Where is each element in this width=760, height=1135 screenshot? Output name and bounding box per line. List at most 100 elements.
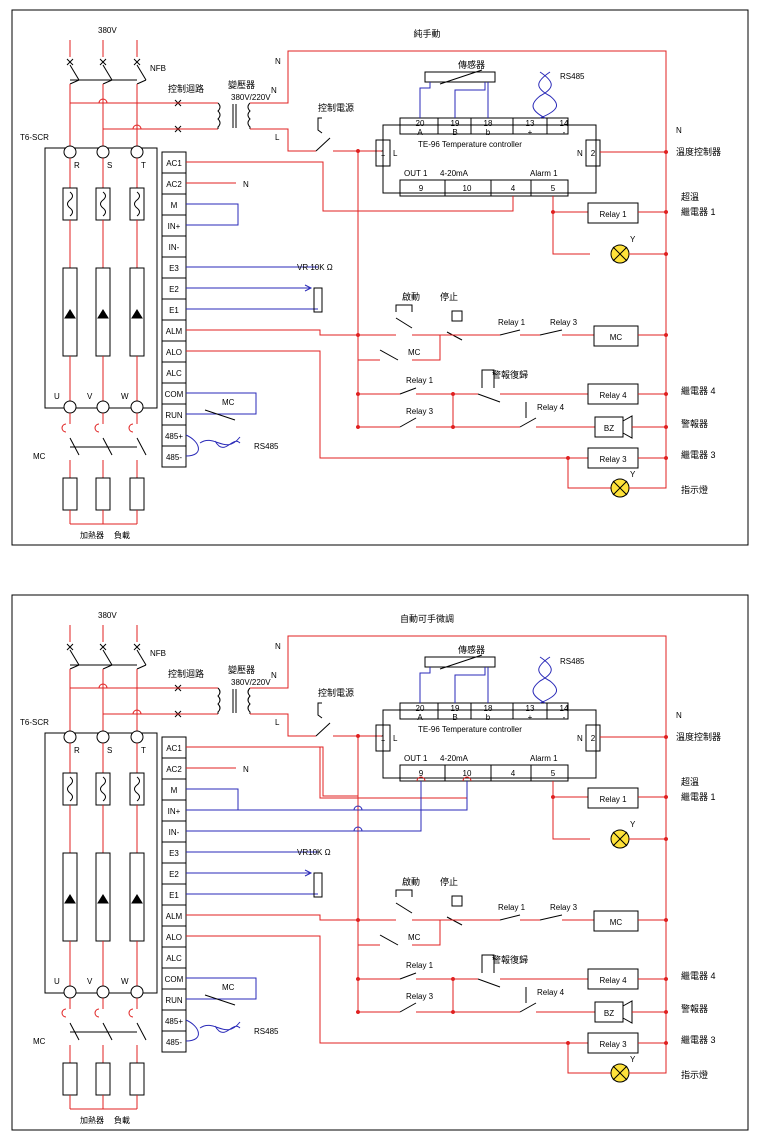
output-label: W (121, 977, 129, 986)
alarm-right-label: 警報器 (681, 418, 708, 429)
lamp-y-label: Y (630, 820, 636, 829)
buzzer-label: BZ (604, 1009, 614, 1018)
output-terminal-V (96, 400, 110, 414)
diagram-1: 純手動380VNFB控制迴路變壓器380V/220VNNL控制電源20A19B1… (11, 9, 749, 546)
alarm1-label: Alarm 1 (530, 754, 558, 763)
relay-1 (587, 202, 639, 224)
reset-contact (477, 978, 501, 988)
vr-label: VR10K Ω (297, 848, 331, 857)
heater (129, 477, 145, 511)
phase-terminal-R (63, 145, 77, 159)
relay4-no-contact (519, 417, 537, 428)
relay-4-right-label: 繼電器 4 (681, 385, 716, 396)
l-label: L (275, 718, 280, 727)
controller-left-term (375, 724, 391, 752)
relay1-contact-label: Relay 1 (498, 318, 526, 327)
rs485-twisted-pair (185, 434, 241, 457)
terminal-e1: E1 (169, 891, 179, 900)
start-button (395, 304, 413, 312)
m-in-link (186, 203, 239, 226)
terminal-run: RUN (165, 996, 183, 1005)
terminal-in-: IN- (169, 828, 180, 837)
in-minus-wire (186, 781, 422, 832)
controller-terminal-10: 10 (463, 184, 472, 193)
out-common-wire (358, 196, 514, 212)
load-label: 負載 (114, 530, 130, 540)
nfb-contact (69, 649, 80, 666)
relay3-contact-label: Relay 3 (550, 318, 578, 327)
fuse-element (67, 191, 73, 217)
heater (129, 1062, 145, 1096)
controller-terminal-9: 9 (419, 769, 424, 778)
nfb-contact-x (66, 643, 74, 651)
mc-main-contact (136, 437, 147, 456)
relay3-nc-contact (539, 329, 563, 336)
junction-dot (355, 332, 361, 338)
controller-bottom-strip (399, 179, 569, 197)
stop-contact (446, 331, 463, 341)
controller-term-l: L (393, 149, 398, 158)
sensor (424, 71, 496, 83)
controller-top-strip (399, 117, 569, 135)
mc-contact-hook (128, 423, 134, 433)
control-power-actuator (317, 117, 323, 134)
phase-terminal-S (96, 145, 110, 159)
controller-terminal-sub: b (486, 128, 491, 137)
indicator-right-label: 指示燈 (681, 484, 708, 495)
fuse (129, 772, 145, 806)
output-label: V (87, 977, 93, 986)
controller-terminal-4: 4 (511, 769, 516, 778)
fuse (129, 187, 145, 221)
terminal-e2: E2 (169, 870, 179, 879)
relay1-nc-contact (499, 914, 521, 921)
supply-label: 380V (98, 26, 117, 35)
nfb-contact-x (133, 58, 141, 66)
diagram-title: 自動可手微調 (400, 613, 454, 624)
relay1-no-contact (399, 972, 417, 980)
diagram-frame (11, 594, 749, 1131)
nfb-label: NFB (150, 649, 166, 658)
relay4-aux-label: Relay 4 (537, 988, 565, 997)
controller-term-2: 2 (591, 734, 596, 743)
controller-terminal-19: 19 (451, 704, 460, 713)
ac2-n-label: N (243, 765, 249, 774)
mc-aux-label: MC (222, 398, 235, 407)
mc-main-label: MC (33, 1037, 46, 1046)
controller-name: TE-96 Temperature controller (418, 725, 522, 734)
alarm-wire (552, 781, 590, 840)
transformer-label: 變壓器 (228, 664, 255, 675)
phase-label: T (141, 161, 146, 170)
transformer-coil (247, 687, 251, 714)
controller-terminal-20: 20 (416, 704, 425, 713)
controller-terminal-sub: A (417, 128, 423, 137)
terminal-485-: 485- (166, 1038, 182, 1047)
lamp-x (612, 1065, 628, 1081)
nfb-contact-x (133, 643, 141, 651)
reset-label: 警報復歸 (492, 954, 528, 965)
stop-button (451, 310, 463, 322)
out2-wire (420, 781, 468, 799)
relay3-contact-label: Relay 3 (550, 903, 578, 912)
junction-dot (663, 424, 669, 430)
output-label: U (54, 392, 60, 401)
output-terminal-U (63, 985, 77, 999)
controller-terminal-18: 18 (484, 704, 493, 713)
rs485-label: RS485 (560, 72, 585, 81)
alm-wire (186, 914, 396, 921)
controller-terminal-14: 14 (560, 119, 569, 128)
nfb-contact (136, 79, 147, 85)
wire-crossover (462, 776, 472, 782)
out1-label: OUT 1 (404, 169, 428, 178)
junction-dot (663, 251, 669, 257)
terminal-m: M (171, 201, 178, 210)
controller-terminal-9: 9 (419, 184, 424, 193)
control-circuit-label: 控制迴路 (168, 668, 204, 679)
fuse-element (67, 776, 73, 802)
controller-term-1: 1 (381, 149, 386, 158)
nfb-contact (136, 64, 147, 81)
controller-terminal-18: 18 (484, 119, 493, 128)
controller-term-n: N (577, 149, 583, 158)
lamp-x (612, 480, 628, 496)
thyristor (97, 309, 109, 319)
lamp-y-label: Y (630, 235, 636, 244)
